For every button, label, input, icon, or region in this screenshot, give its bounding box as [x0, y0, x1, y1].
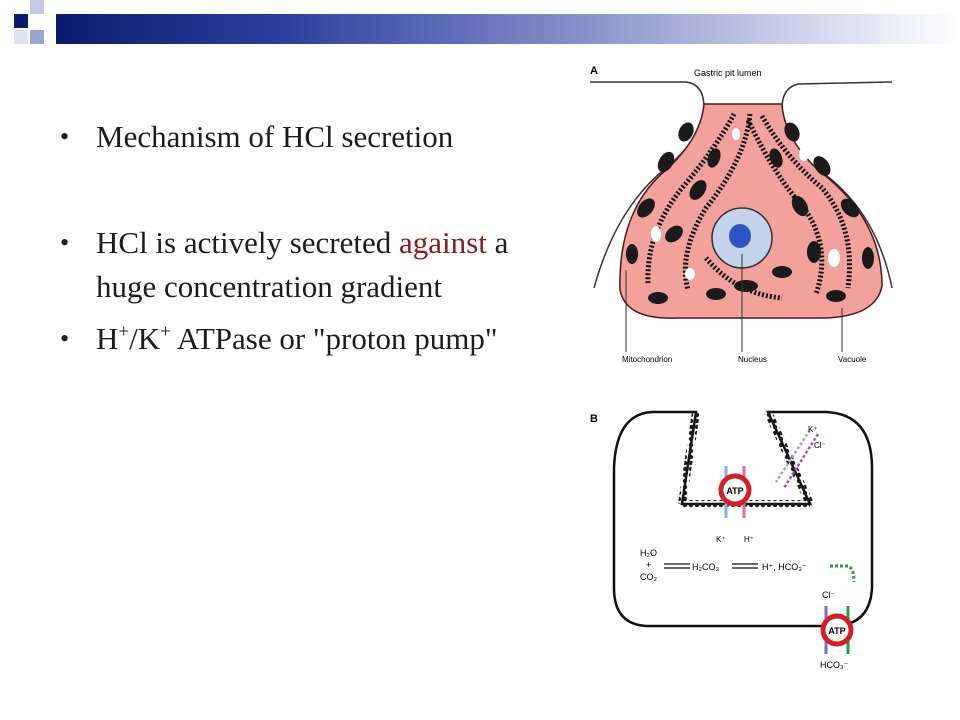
canaliculus-microvilli [678, 411, 700, 505]
h2o: H₂O [640, 548, 657, 558]
bullet-dot: • [60, 122, 70, 151]
label-mitochondrion: Mitochondrion [622, 355, 672, 364]
nucleolus [729, 224, 751, 248]
bullet-item-2: • HCl is actively secreted against a hug… [58, 221, 558, 309]
header-gradient-bar [56, 14, 960, 44]
header-square-2 [30, 0, 44, 14]
superscript-plus: + [118, 321, 130, 343]
bullet-list: • Mechanism of HCl secretion • HCl is ac… [58, 115, 558, 361]
k-cl-channel-arrows [774, 429, 820, 489]
plus-sign: + [646, 560, 651, 570]
ion-cl-basolateral: Cl⁻ [822, 590, 835, 600]
atp-label: ATP [828, 626, 845, 636]
label-nucleus: Nucleus [738, 355, 767, 364]
bullet-text-h: H [96, 321, 119, 356]
header-square-1 [14, 14, 28, 28]
header-square-4 [14, 30, 28, 44]
ion-h-pump: H⁺ [744, 535, 754, 544]
bullet-text-post: a huge concentration gradient [96, 225, 509, 304]
atp-pump-basolateral [820, 613, 854, 647]
bullet-text-pre: HCl is actively secreted [96, 225, 400, 260]
bullet-text-post: ATPase or "proton pump" [170, 321, 498, 356]
lumen-label: Gastric pit lumen [694, 68, 762, 78]
header-square-3 [30, 30, 44, 44]
parietal-cell-figure: A Gastric pit lumen [586, 58, 896, 688]
atp-pump-apical [718, 473, 752, 507]
label-vacuole: Vacuole [838, 355, 867, 364]
superscript-plus: + [160, 321, 171, 343]
co2: CO₂ [640, 572, 658, 582]
bullet-text-k: /K [129, 321, 161, 356]
ion-cl-top: Cl⁻ [814, 441, 826, 450]
bullet-dot: • [60, 324, 70, 353]
bullet-dot: • [60, 228, 70, 257]
bullet-emphasis: against [399, 225, 487, 260]
ion-k-pump: K⁺ [716, 535, 726, 544]
h2co3: H₂CO₃ [692, 562, 719, 572]
ion-k-top: K⁺ [808, 425, 818, 434]
panel-a-label: A [590, 65, 598, 77]
bullet-item-3: • H+/K+ ATPase or "proton pump" [58, 317, 558, 361]
canaliculus-microvilli [764, 410, 814, 506]
vacuoles [651, 128, 840, 280]
equilibrium-arrows [664, 563, 758, 569]
mitochondria [626, 122, 874, 304]
atp-label: ATP [726, 486, 743, 496]
panel-b-label: B [590, 413, 598, 425]
bullet-item-1: • Mechanism of HCl secretion [58, 115, 558, 159]
reaction-products: H⁺, HCO₃⁻ [762, 562, 807, 572]
ion-hco3-basolateral: HCO₃⁻ [820, 660, 849, 670]
bullet-text: Mechanism of HCl secretion [96, 119, 454, 154]
